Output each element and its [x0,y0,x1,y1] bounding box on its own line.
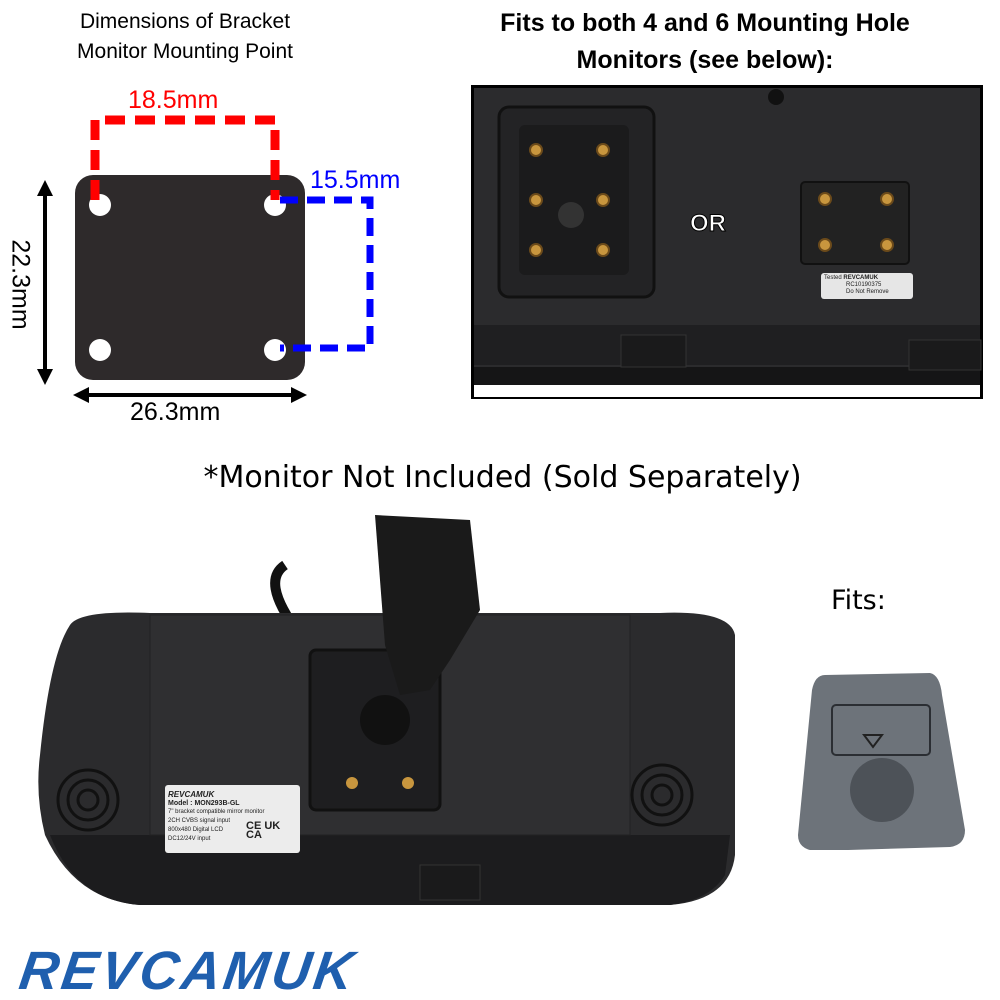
blue-dimension-line [280,196,374,352]
dim-width-label: 26.3mm [130,398,221,426]
four-hole-mount [800,181,910,265]
or-label: OR [690,210,727,238]
fitting-piece-photo [790,673,970,870]
bracket-title-line2: Monitor Mounting Point [77,40,293,63]
dim-top-label: 18.5mm [128,86,219,114]
monitor-sticker [165,785,300,853]
fits-label: Fits: [831,585,886,616]
bracket-title-line1: Dimensions of Bracket [79,10,291,33]
not-included-notice: *Monitor Not Included (Sold Separately) [203,460,802,495]
holes-title: Fits to both 4 and 6 Mounting Hole Monit… [440,5,970,79]
ce-ukca-marks: CE UK CA [246,820,281,841]
sticker-text: Tested REVCAMUK RC10190375 Do Not Remove [824,275,889,295]
bracket-arm [375,515,480,695]
monitor-sticker-text: REVCAMUK Model : MON293B-GL 7" bracket c… [168,790,298,844]
mount-hole [89,339,111,361]
revcamuk-logo: REVCAMUK [15,941,361,1000]
holes-title-line1: Fits to both 4 and 6 Mounting Hole [500,9,910,37]
bracket-diagram [37,115,374,403]
holes-title-line2: Monitors (see below): [576,46,834,74]
red-dimension-line [90,115,280,200]
dim-height-label: 22.3mm [6,239,35,330]
bracket-plate [75,175,305,380]
monitor-back-photo [471,85,983,399]
monitor-photo [38,515,736,905]
bracket-title: Dimensions of Bracket Monitor Mounting P… [20,7,350,67]
dim-right-label: 15.5mm [310,166,401,194]
serial-sticker [821,273,913,299]
